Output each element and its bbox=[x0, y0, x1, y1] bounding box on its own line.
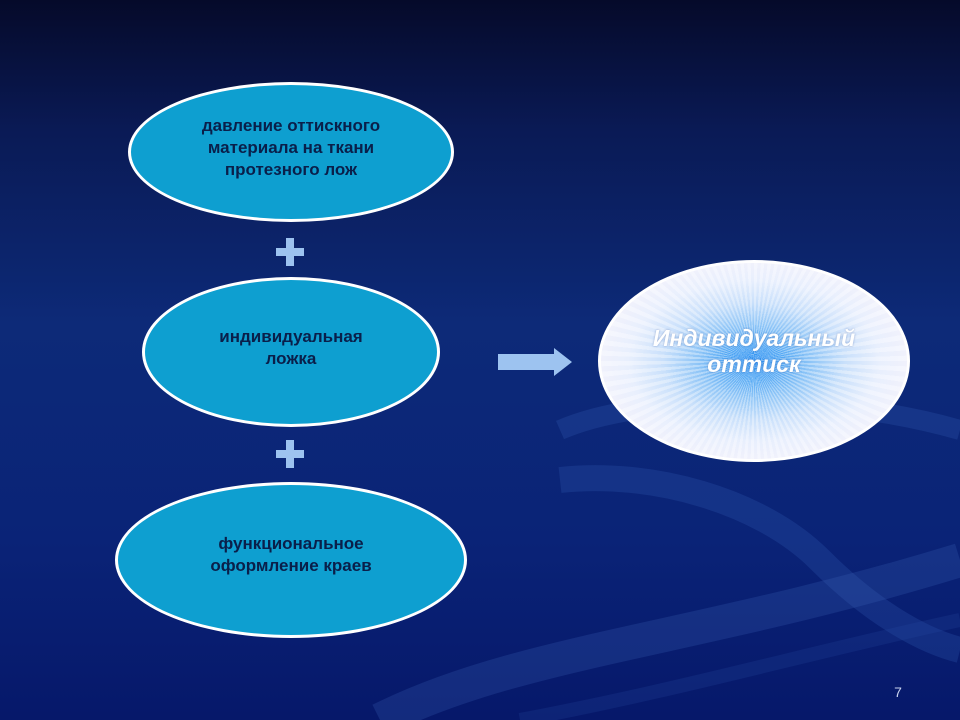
result-ray-pattern bbox=[601, 263, 907, 459]
plus-icon bbox=[276, 440, 304, 468]
diagram-result-label: Индивидуальный оттиск bbox=[652, 325, 856, 377]
diagram-node-tray: индивидуальная ложка bbox=[142, 277, 440, 427]
diagram-result-impression: Индивидуальный оттиск bbox=[598, 260, 910, 462]
diagram-node-label: функциональное оформление краев bbox=[210, 534, 372, 575]
diagram-node-border-molding: функциональное оформление краев bbox=[115, 482, 467, 638]
diagram-node-pressure: давление оттискного материала на ткани п… bbox=[128, 82, 454, 222]
diagram-node-label: давление оттискного материала на ткани п… bbox=[201, 116, 381, 179]
right-arrow-icon bbox=[498, 348, 572, 376]
plus-icon bbox=[276, 238, 304, 266]
page-number: 7 bbox=[894, 684, 902, 700]
diagram-node-label: индивидуальная ложка bbox=[219, 327, 363, 368]
